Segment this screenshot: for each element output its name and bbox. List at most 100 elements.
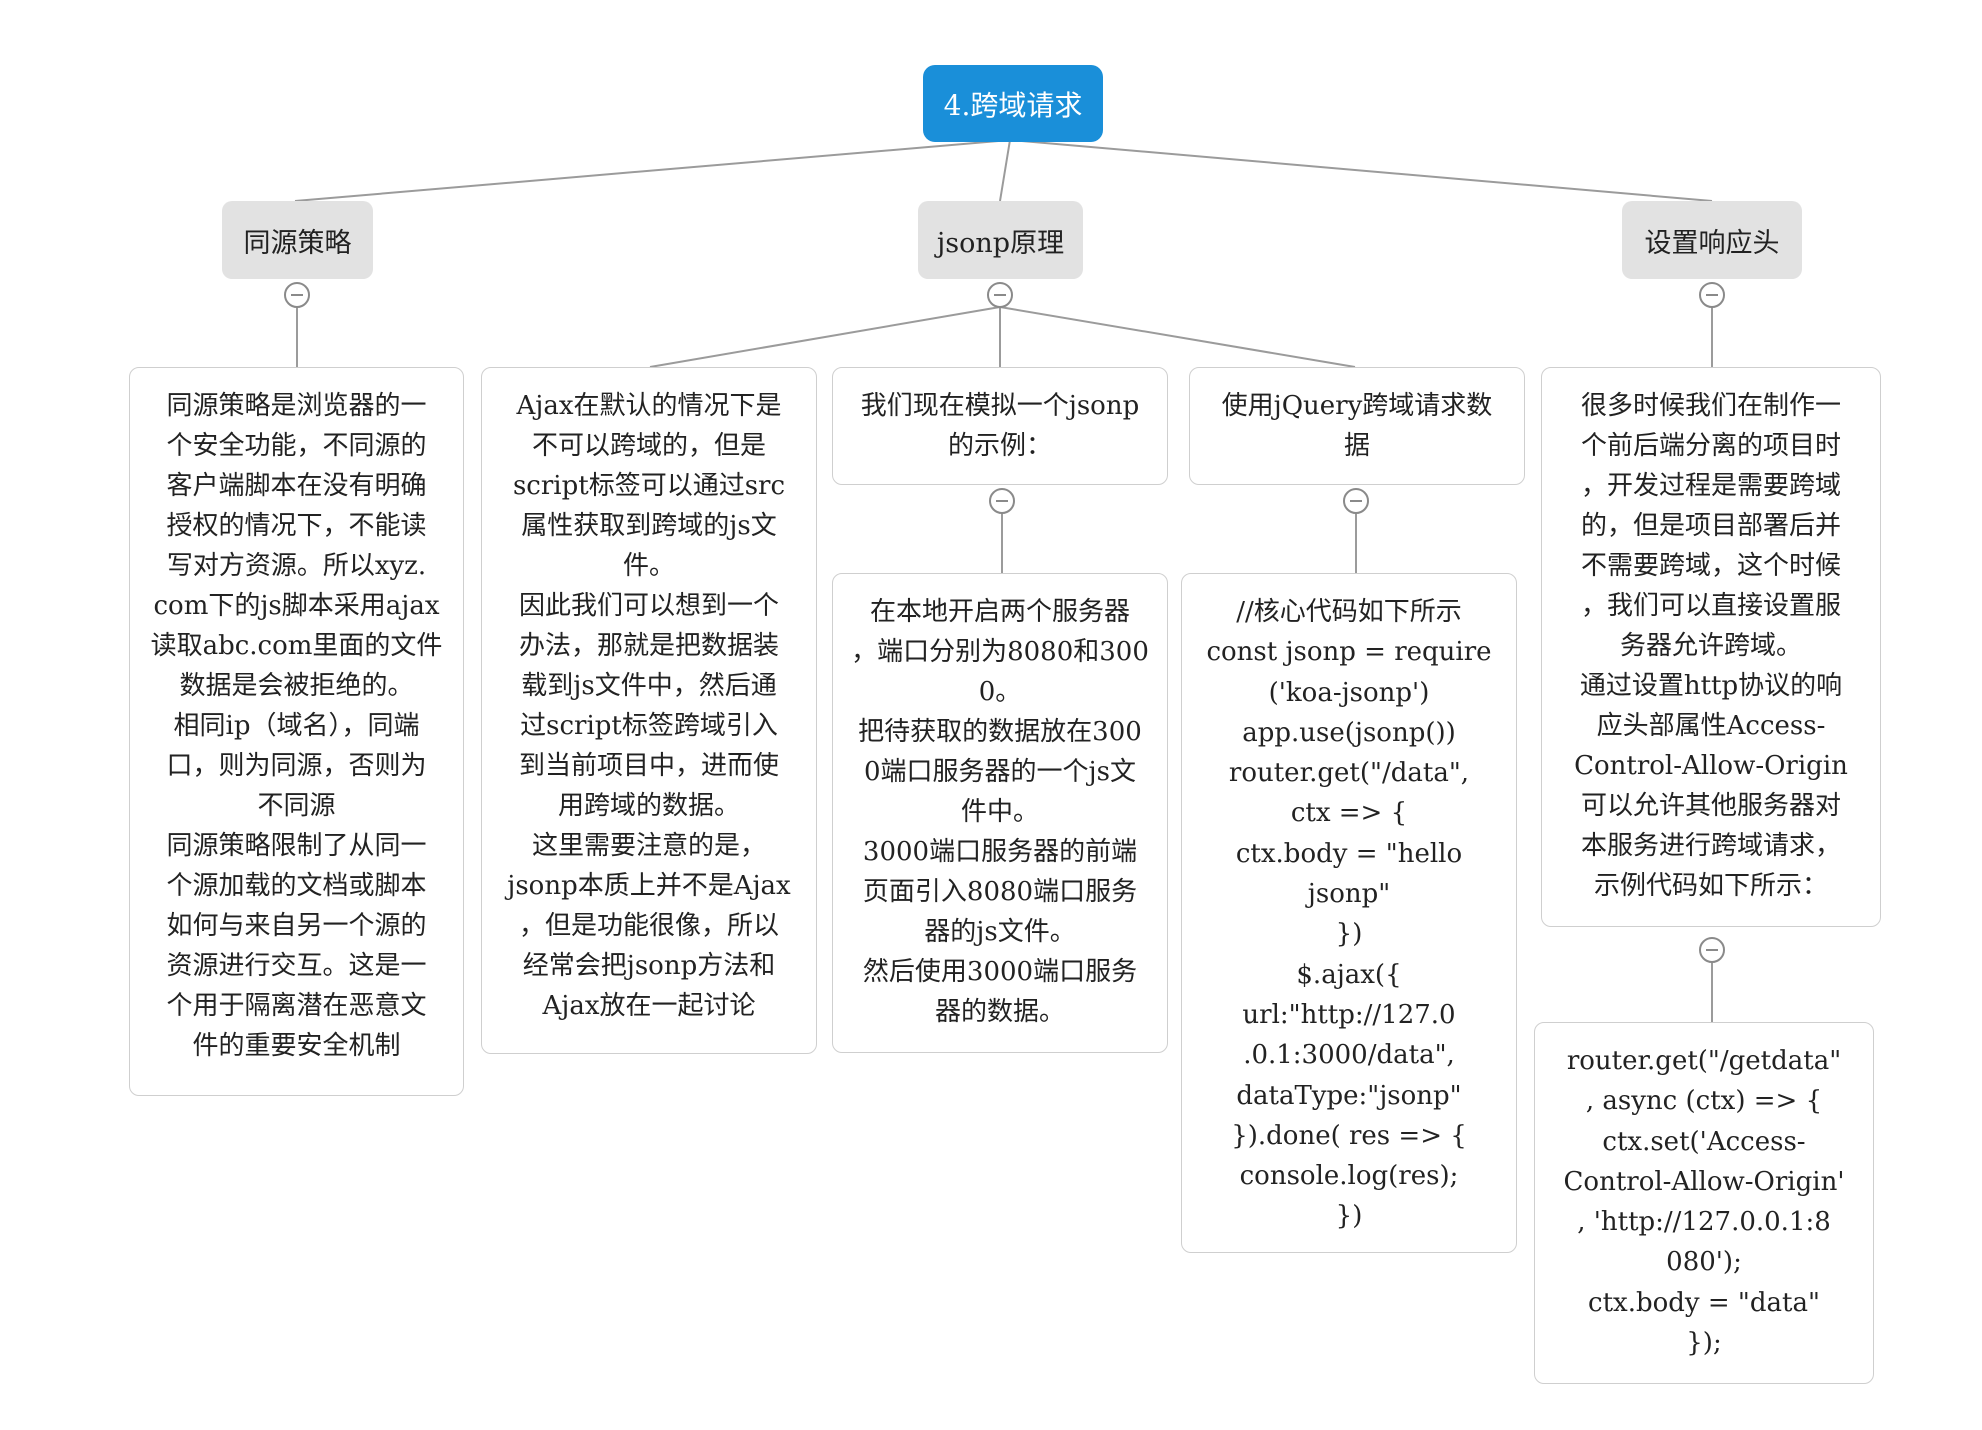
text-line: 0。	[978, 677, 1022, 707]
code-line: })	[1335, 1201, 1363, 1232]
text-line: 然后使用3000端口服务	[862, 957, 1138, 987]
text-line: 数据是会被拒绝的。	[179, 671, 414, 701]
code-line: url:"http://127.0	[1242, 999, 1456, 1030]
code-line: .0.1:3000/data",	[1243, 1040, 1455, 1071]
text-line: script标签可以通过src	[512, 471, 786, 501]
code-line: ctx.set('Access-	[1602, 1126, 1806, 1157]
text-line: 0端口服务器的一个js文	[864, 757, 1136, 787]
text-line: 务器允许跨域。	[1619, 631, 1802, 661]
code-line: , 'http://127.0.0.1:8	[1577, 1207, 1831, 1238]
collapse-same-origin-icon[interactable]	[284, 282, 310, 308]
text-line: 读取abc.com里面的文件	[150, 631, 443, 661]
text-line: 到当前项目中，进而使	[518, 751, 779, 781]
text-line: 载到js文件中，然后通	[521, 671, 777, 701]
branch-same-origin-policy[interactable]: 同源策略	[222, 201, 373, 279]
text-line: 应头部属性Access-	[1596, 711, 1826, 741]
text-line: jsonp本质上并不是Ajax	[507, 871, 791, 901]
text-line: ，开发过程是需要跨域	[1580, 471, 1841, 501]
collapse-headers-desc-icon[interactable]	[1699, 937, 1725, 963]
leaf-response-header-description[interactable]: 很多时候我们在制作一 个前后端分离的项目时 ，开发过程是需要跨域 的，但是项目部…	[1541, 367, 1881, 927]
text-line: 同源策略是浏览器的一	[166, 391, 427, 421]
branch-jsonp-principle[interactable]: jsonp原理	[918, 201, 1083, 279]
text-line: 通过设置http协议的响	[1579, 671, 1843, 701]
text-line: 这里需要注意的是，	[531, 831, 766, 861]
text-line: 属性获取到跨域的js文	[521, 511, 777, 541]
text-line: 经常会把jsonp方法和	[522, 951, 776, 981]
leaf-jsonp-example[interactable]: 我们现在模拟一个jsonp 的示例：	[832, 367, 1168, 485]
text-line: Control-Allow-Origin	[1574, 751, 1848, 781]
code-line: }).done( res => {	[1231, 1120, 1467, 1151]
text-line: 可以允许其他服务器对	[1580, 791, 1841, 821]
text-line: ，端口分别为8080和300	[851, 637, 1149, 667]
text-line: 件中。	[960, 797, 1039, 827]
text-line: 我们现在模拟一个jsonp	[860, 391, 1140, 421]
text-line: 器的js文件。	[924, 917, 1076, 947]
text-line: 授权的情况下，不能读	[166, 511, 427, 541]
leaf-response-header-code[interactable]: router.get("/getdata" , async (ctx) => {…	[1534, 1022, 1874, 1384]
text-line: 因此我们可以想到一个	[518, 591, 779, 621]
collapse-jsonp-example-icon[interactable]	[989, 488, 1015, 514]
text-line: 件。	[622, 551, 675, 581]
text-line: 示例代码如下所示：	[1593, 871, 1828, 901]
code-line: })	[1335, 919, 1363, 950]
code-line: ctx => {	[1290, 798, 1408, 829]
text-line: 同源策略限制了从同一	[166, 831, 427, 861]
code-line: router.get("/data",	[1228, 758, 1470, 789]
code-line: app.use(jsonp())	[1242, 717, 1456, 748]
code-line: dataType:"jsonp"	[1236, 1080, 1462, 1111]
code-line: ('koa-jsonp')	[1268, 677, 1430, 708]
text-line: 个安全功能，不同源的	[166, 431, 427, 461]
text-line: 件的重要安全机制	[192, 1031, 401, 1061]
text-line: 据	[1343, 431, 1370, 461]
text-line: ，但是功能很像，所以	[518, 911, 779, 941]
leaf-same-origin-description[interactable]: 同源策略是浏览器的一 个安全功能，不同源的 客户端脚本在没有明确 授权的情况下，…	[129, 367, 464, 1096]
text-line: 本服务进行跨域请求，	[1580, 831, 1841, 861]
text-line: 很多时候我们在制作一	[1580, 391, 1841, 421]
text-line: Ajax放在一起讨论	[542, 991, 756, 1021]
collapse-jquery-icon[interactable]	[1343, 488, 1369, 514]
text-line: 个前后端分离的项目时	[1580, 431, 1841, 461]
code-line: });	[1686, 1328, 1722, 1359]
code-line: ctx.body = "hello	[1235, 838, 1463, 869]
code-line: console.log(res);	[1239, 1161, 1459, 1192]
text-line: 页面引入8080端口服务	[862, 877, 1138, 907]
code-line: jsonp"	[1307, 879, 1391, 910]
code-line: Control-Allow-Origin'	[1563, 1166, 1845, 1197]
text-line: 客户端脚本在没有明确	[166, 471, 427, 501]
code-line: const jsonp = require	[1206, 637, 1492, 668]
branch-set-response-header[interactable]: 设置响应头	[1622, 201, 1802, 279]
text-line: 器的数据。	[934, 997, 1065, 1027]
root-topic[interactable]: 4.跨域请求	[923, 65, 1103, 142]
text-line: ，我们可以直接设置服	[1580, 591, 1841, 621]
text-line: Ajax在默认的情况下是	[516, 391, 782, 421]
leaf-jquery-cross-domain[interactable]: 使用jQuery跨域请求数 据	[1189, 367, 1525, 485]
text-line: 个用于隔离潜在恶意文	[166, 991, 427, 1021]
collapse-response-header-icon[interactable]	[1699, 282, 1725, 308]
text-line: 使用jQuery跨域请求数	[1221, 391, 1493, 421]
code-line: router.get("/getdata"	[1566, 1046, 1842, 1076]
text-line: 口，则为同源，否则为	[166, 751, 427, 781]
text-line: 资源进行交互。这是一	[166, 951, 427, 981]
code-line: ctx.body = "data"	[1588, 1287, 1820, 1318]
leaf-jquery-code[interactable]: //核心代码如下所示 const jsonp = require ('koa-j…	[1181, 573, 1517, 1253]
code-line: $.ajax({	[1296, 959, 1402, 990]
text-line: 在本地开启两个服务器	[869, 597, 1130, 627]
text-line: 写对方资源。所以xyz.	[166, 551, 427, 581]
code-line: //核心代码如下所示	[1236, 597, 1462, 627]
text-line: com下的js脚本采用ajax	[153, 591, 440, 621]
collapse-jsonp-icon[interactable]	[987, 282, 1013, 308]
leaf-jsonp-example-detail[interactable]: 在本地开启两个服务器 ，端口分别为8080和300 0。 把待获取的数据放在30…	[832, 573, 1168, 1053]
text-line: 不需要跨域，这个时候	[1580, 551, 1841, 581]
text-line: 3000端口服务器的前端	[862, 837, 1138, 867]
text-line: 过script标签跨域引入	[520, 711, 778, 741]
leaf-jsonp-ajax-description[interactable]: Ajax在默认的情况下是 不可以跨域的，但是 script标签可以通过src 属…	[481, 367, 817, 1054]
text-line: 相同ip（域名），同端	[173, 711, 420, 741]
code-line: , async (ctx) => {	[1585, 1086, 1823, 1117]
text-line: 用跨域的数据。	[557, 791, 740, 821]
text-line: 如何与来自另一个源的	[166, 911, 427, 941]
text-line: 的示例：	[947, 431, 1052, 461]
text-line: 的，但是项目部署后并	[1580, 511, 1841, 541]
text-line: 办法，那就是把数据装	[518, 631, 779, 661]
text-line: 不同源	[257, 791, 336, 821]
